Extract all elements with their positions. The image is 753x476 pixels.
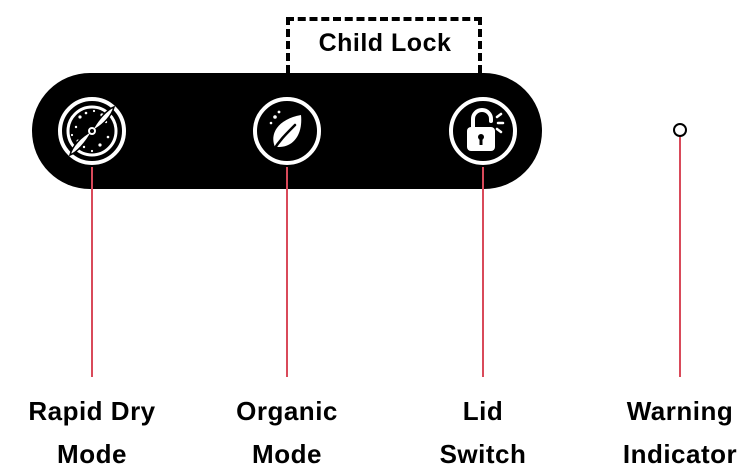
rapid-dry-label-line1: Rapid Dry <box>28 396 156 426</box>
lid-switch-button[interactable] <box>447 95 519 167</box>
child-lock-bracket <box>286 17 482 73</box>
warning-indicator-label-line2: Indicator <box>622 439 738 469</box>
control-panel-diagram: Child Lock <box>28 17 737 469</box>
warning-indicator-label-line1: Warning <box>626 396 734 426</box>
rapid-dry-label: Rapid Dry Mode <box>2 390 182 476</box>
rapid-dry-label-line2: Mode <box>57 439 127 469</box>
lid-switch-label: Lid Switch <box>393 390 573 476</box>
warning-indicator-led <box>673 123 687 137</box>
warning-indicator-label: Warning Indicator <box>590 390 753 476</box>
lid-switch-label-line2: Switch <box>439 439 527 469</box>
child-lock-label: Child Lock <box>318 29 452 57</box>
leader-line-lid-switch <box>482 167 484 377</box>
organic-button[interactable] <box>251 95 323 167</box>
organic-label-line1: Organic <box>236 396 338 426</box>
propeller-fan-icon <box>58 97 126 165</box>
rapid-dry-button[interactable] <box>56 95 128 167</box>
padlock-icon <box>449 97 517 165</box>
leader-line-organic <box>286 167 288 377</box>
lid-switch-label-line1: Lid <box>462 396 504 426</box>
leaf-icon <box>253 97 321 165</box>
leader-line-rapid-dry <box>91 167 93 377</box>
organic-label: Organic Mode <box>197 390 377 476</box>
organic-label-line2: Mode <box>252 439 322 469</box>
leader-line-warning <box>679 137 681 377</box>
